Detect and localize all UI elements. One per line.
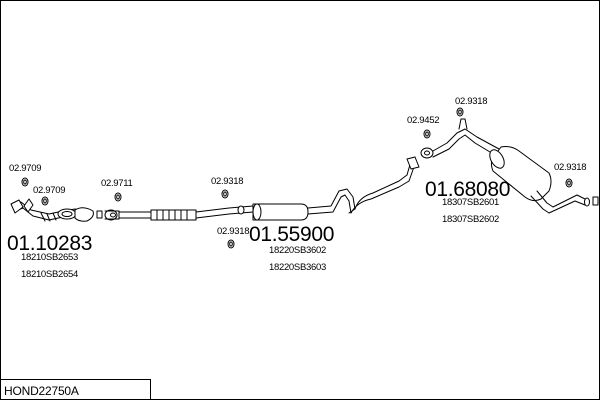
rear-clamp-3 [565, 178, 573, 188]
middle-clamp-2 [221, 189, 229, 199]
oem-ref-front-2: 18210SB2654 [21, 269, 78, 280]
oem-ref-rear-2: 18307SB2602 [442, 214, 499, 225]
middle-pipe-drawing [104, 156, 420, 221]
front-pipe-drawing [10, 198, 94, 222]
middle-clamp-3 [227, 239, 235, 249]
oem-ref-rear-1: 18307SB2601 [442, 197, 499, 208]
front-gasket [96, 210, 103, 219]
front-clamp-1 [21, 177, 29, 187]
clamp-label-front-1: 02.9709 [9, 163, 42, 174]
part-number-middle: 01.55900 [249, 223, 335, 246]
clamp-label-rear-3: 02.9318 [554, 162, 587, 173]
oem-ref-middle-1: 18220SB3602 [269, 245, 326, 256]
middle-clamp-1 [114, 192, 122, 202]
rear-clamp-2 [456, 107, 464, 117]
clamp-label-rear-1: 02.9452 [407, 115, 440, 126]
model-code: HOND22750A [4, 384, 79, 398]
clamp-label-middle-2: 02.9318 [211, 176, 244, 187]
rear-muffler-drawing [420, 118, 599, 214]
part-number-front: 01.10283 [7, 232, 93, 255]
rear-clamp-1 [423, 129, 431, 139]
oem-ref-middle-2: 18220SB3603 [269, 262, 326, 273]
clamp-label-middle-1: 02.9711 [101, 178, 133, 189]
model-code-box: HOND22750A [1, 379, 151, 399]
oem-ref-front-1: 18210SB2653 [21, 252, 78, 263]
clamp-label-middle-3: 02.9318 [217, 226, 250, 237]
front-clamp-2 [41, 196, 49, 206]
part-number-rear: 01.68080 [425, 178, 511, 201]
clamp-label-rear-2: 02.9318 [455, 96, 488, 107]
clamp-label-front-2: 02.9709 [33, 185, 66, 196]
